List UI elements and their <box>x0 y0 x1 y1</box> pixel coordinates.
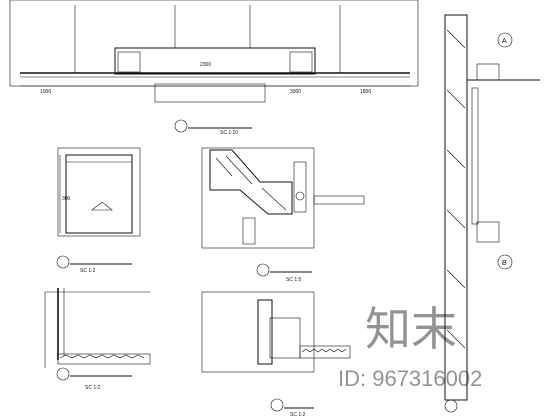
panel-strip <box>313 195 365 205</box>
ceiling-section-detail: 1000 2300 3300 1800 SC 1:10 <box>9 0 419 136</box>
base-plate <box>299 345 351 359</box>
title-callout-circle <box>444 399 458 413</box>
hanging-panel <box>154 83 266 103</box>
callout-a-circle <box>497 32 513 48</box>
watermark-id: ID: 967316002 <box>338 366 482 391</box>
small-elevation-detail: 300 SC 1:2 <box>56 147 141 274</box>
scale-label: SC 1:2 <box>85 385 101 391</box>
dim-inner: 2300 <box>200 62 211 68</box>
wall-section-detail: SC 1:2 <box>44 288 151 391</box>
hatch-1 <box>446 29 466 49</box>
hatch-5 <box>446 269 466 289</box>
height-dim: 300 <box>62 196 71 202</box>
infill-panel <box>269 317 301 359</box>
watermark: 知末 ID: 967316002 <box>338 303 482 391</box>
light-trough-right <box>289 51 313 73</box>
callout-a-label: A <box>502 38 507 45</box>
section-frame <box>201 147 315 249</box>
channel-profile <box>293 161 307 213</box>
fixing-circle <box>295 191 305 201</box>
elevation-frame <box>57 147 141 237</box>
light-trough-left <box>117 51 141 73</box>
title-callout-circle <box>270 398 284 412</box>
rail-profile <box>242 217 256 245</box>
scale-label: SC 1:10 <box>220 130 238 136</box>
callout-b-label: B <box>502 260 507 267</box>
watermark-brand: 知末 <box>365 303 457 355</box>
hatch-4 <box>446 209 466 229</box>
hatch-1 <box>215 157 233 177</box>
title-callout-circle <box>56 367 70 381</box>
wall-column <box>444 14 468 401</box>
dim-left: 1000 <box>40 89 51 95</box>
scale-label: SC 1:5 <box>286 277 302 283</box>
detail-frame <box>201 291 315 373</box>
scale-label: SC 1:2 <box>290 412 306 418</box>
elevation-outline <box>65 154 133 234</box>
detail-b: SC 1:2 <box>201 291 351 418</box>
base-hatch <box>301 348 347 353</box>
dim-mid: 3300 <box>290 89 301 95</box>
hatch-6 <box>446 329 466 349</box>
hatch-3 <box>446 149 466 169</box>
tall-section-detail: A B <box>444 14 540 413</box>
floor-slab <box>57 353 151 365</box>
dim-right: 1800 <box>360 89 371 95</box>
section-a-detail: SC 1:5 <box>201 147 365 283</box>
hatch-3 <box>261 187 287 211</box>
hatch-2 <box>225 155 253 185</box>
hatch-2 <box>446 89 466 109</box>
ceiling-recess <box>114 47 316 75</box>
callout-b-circle <box>497 254 513 270</box>
concrete-block <box>209 149 293 215</box>
glass-panel <box>471 87 479 225</box>
bracket-symbol <box>91 201 113 211</box>
floor-hatch <box>59 354 145 359</box>
title-callout-circle <box>174 119 188 133</box>
top-channel <box>476 63 500 81</box>
title-callout-circle <box>56 255 70 269</box>
title-callout-circle <box>256 263 270 277</box>
post-profile <box>257 299 273 365</box>
bottom-channel <box>476 221 500 243</box>
scale-label: SC 1:2 <box>80 268 96 274</box>
